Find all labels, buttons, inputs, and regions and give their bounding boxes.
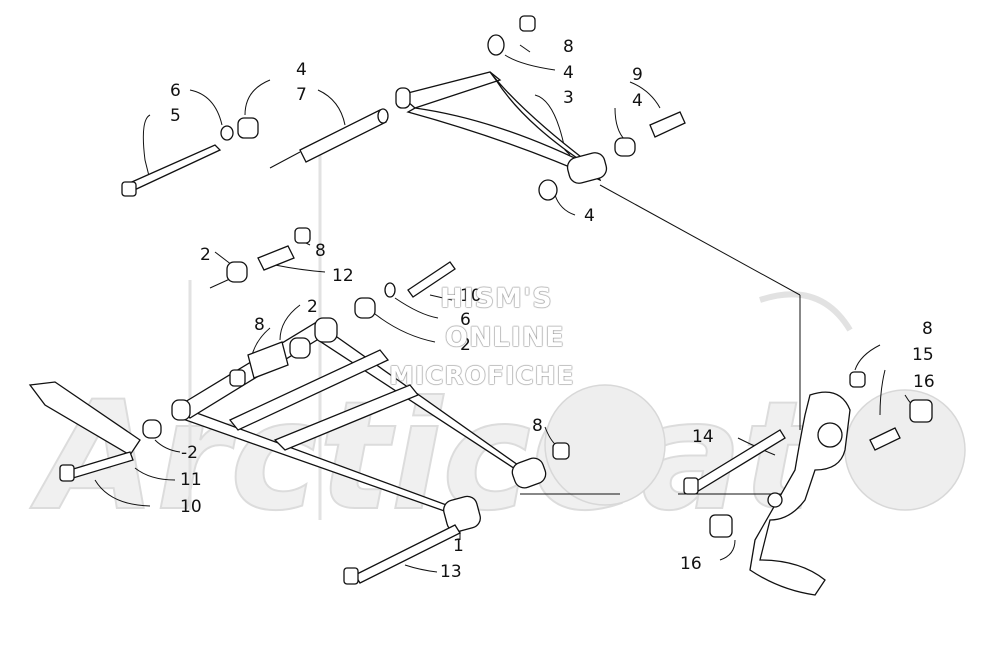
callout-8-far-right: 8 [922,319,933,339]
callout-8-lower-right: 8 [532,416,543,436]
callout-labels: 6 5 4 7 8 4 3 9 4 4 2 8 12 10 6 2 8 2 8 … [170,37,935,582]
callout-16-lower: 16 [680,554,702,574]
callout-14: 14 [692,427,714,447]
watermark-line-2: ONLINE [445,322,565,353]
upper-a-arm [395,71,608,184]
upper-bolt-assembly [121,15,686,201]
callout-10-upper: 10 [460,286,482,306]
callout-15: 15 [912,345,934,365]
callout-8-left: 8 [254,315,265,335]
callout-8-top: 8 [563,37,574,57]
callout-4-top: 4 [563,63,574,83]
watermark-line-3: MICROFICHE [389,361,575,390]
watermark-line-1: HISM'S [440,283,553,314]
spindle-knuckle [683,371,933,596]
callout-1: 1 [453,536,464,556]
callout-12: 12 [332,266,354,286]
svg-text:ArcticCat: ArcticCat [30,370,819,544]
callout-13: 13 [440,562,462,582]
callout-5: 5 [170,106,181,126]
callout-6-upper: 6 [170,81,181,101]
lower-arm-hardware [28,227,570,585]
callout-minus-2: -2 [181,443,198,463]
callout-11: 11 [180,470,202,490]
callout-7: 7 [296,85,307,105]
callout-2-left: 2 [307,297,318,317]
callout-6-lower: 6 [460,310,471,330]
callout-10-lower: 10 [180,497,202,517]
callout-4-right: 4 [632,91,643,111]
callout-16-right: 16 [913,372,935,392]
callout-2-lower-right: 2 [460,335,471,355]
callout-8-mid: 8 [315,241,326,261]
callout-4-upper-left: 4 [296,60,307,80]
callout-4-bottom: 4 [584,206,595,226]
callout-9: 9 [632,65,643,85]
callout-2-upper: 2 [200,245,211,265]
callout-3: 3 [563,88,574,108]
